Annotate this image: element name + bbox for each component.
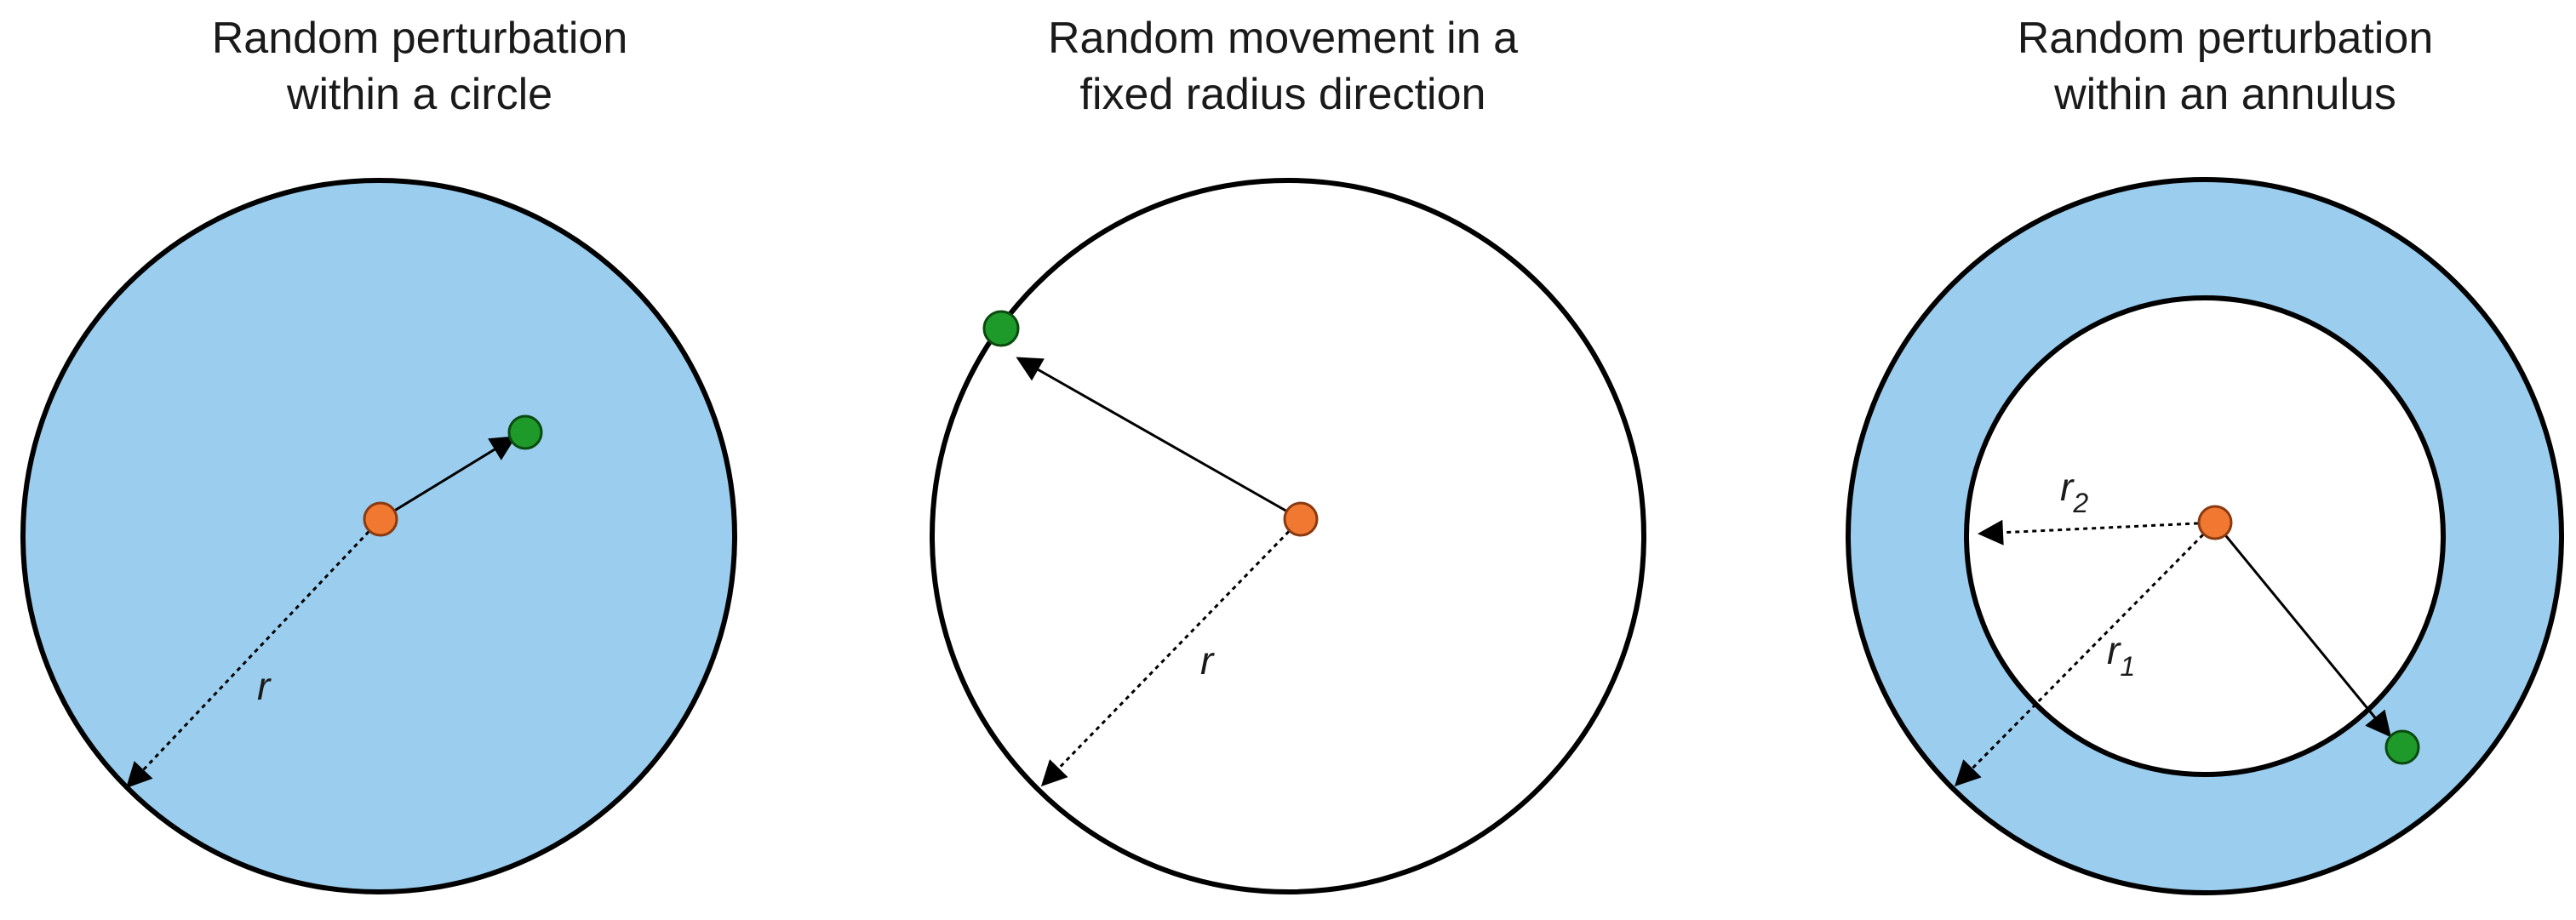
panel-1-title-line-1: Random perturbation bbox=[211, 14, 628, 63]
panel-3-title-line-2: within an annulus bbox=[2054, 70, 2396, 119]
panel-3-r1-base: r bbox=[2107, 628, 2121, 672]
panel-3-target-point bbox=[2384, 729, 2420, 765]
panel-1-title-line-2: within a circle bbox=[286, 70, 553, 119]
panel-3-r2-sub: 2 bbox=[2072, 488, 2088, 518]
panel-3-r2-base: r bbox=[2060, 465, 2075, 509]
panel-1-radius-arrow bbox=[125, 517, 382, 789]
panel-2-circle bbox=[930, 178, 1646, 894]
panel-3-r1-arrow bbox=[1954, 521, 2217, 787]
panel-2-radius-arrow bbox=[1040, 517, 1302, 787]
panel-2: r bbox=[930, 178, 1646, 894]
panel-2-center-point bbox=[1283, 501, 1319, 537]
panel-1: r bbox=[20, 178, 737, 894]
panel-3-r2-label: r2 bbox=[2060, 465, 2088, 518]
panel-3-r1-label: r1 bbox=[2107, 628, 2135, 682]
panel-2-title-line-2: fixed radius direction bbox=[1079, 70, 1486, 119]
panel-1-target-point bbox=[507, 414, 543, 450]
panel-2-title: Random movement in a fixed radius direct… bbox=[976, 10, 1589, 123]
panel-3: r2 r1 bbox=[1846, 177, 2564, 895]
panel-2-move-arrow bbox=[1016, 357, 1302, 521]
panel-2-r-label: r bbox=[1200, 638, 1215, 683]
panel-3-title-line-1: Random perturbation bbox=[2017, 14, 2434, 63]
panel-1-center-point bbox=[363, 501, 398, 537]
panel-2-target-point bbox=[982, 310, 1020, 347]
panel-1-r-label: r bbox=[257, 664, 272, 708]
panel-3-center-point bbox=[2197, 505, 2233, 540]
panel-3-title: Random perturbation within an annulus bbox=[1919, 10, 2532, 123]
panel-3-r1-sub: 1 bbox=[2120, 651, 2135, 682]
panel-1-title: Random perturbation within a circle bbox=[113, 10, 726, 123]
panel-2-title-line-1: Random movement in a bbox=[1047, 14, 1519, 63]
panel-1-move-arrow bbox=[380, 436, 517, 521]
panel-3-r2-arrow bbox=[1978, 519, 2216, 546]
panel-3-move-arrow bbox=[2213, 522, 2391, 738]
